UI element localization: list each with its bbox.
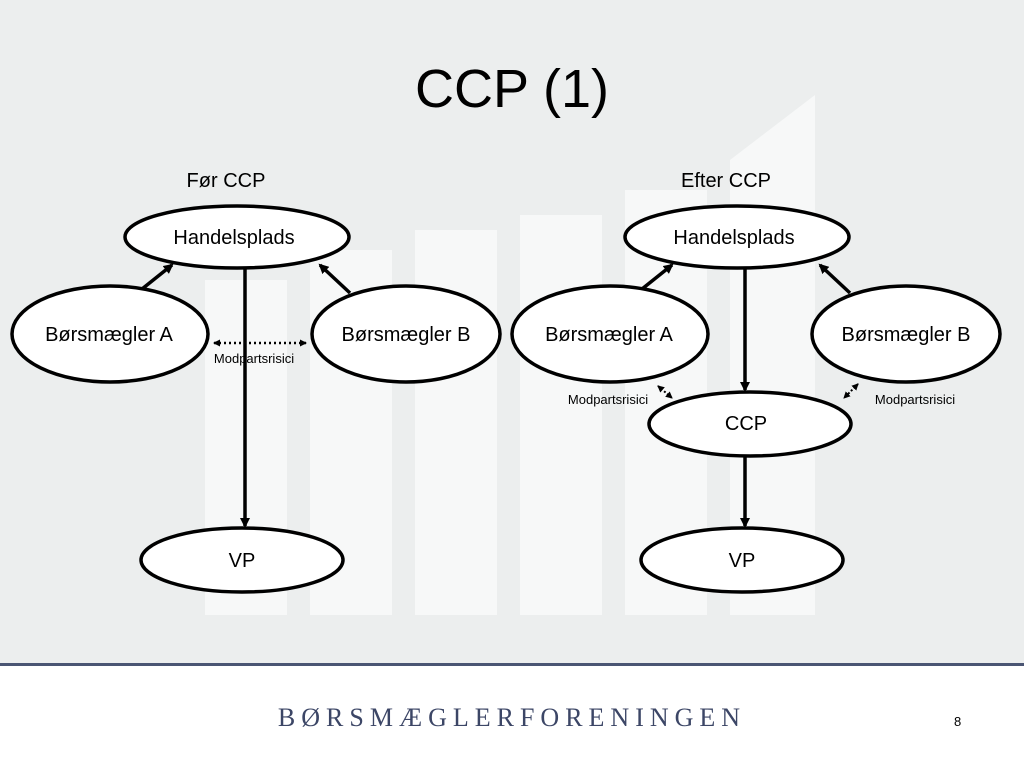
left-counterparty-risk-label: Modpartsrisici: [214, 351, 294, 366]
brand-logo: BØRSMÆGLERFORENINGEN: [277, 703, 747, 732]
left-handelsplads-label: Handelsplads: [173, 227, 294, 249]
right-vp-label: VP: [729, 550, 756, 572]
right-vp-node: VP: [639, 526, 845, 594]
right-broker-a-label: Børsmægler A: [545, 324, 673, 346]
slide-title: CCP (1): [414, 59, 610, 119]
right-counterparty-risk-arrow-b: [843, 383, 859, 399]
right-ccp-node: CCP: [647, 390, 853, 458]
right-handelsplads-node: Handelsplads: [623, 204, 851, 270]
right-counterparty-risk-label-a: Modpartsrisici: [568, 392, 648, 407]
left-vp-label: VP: [229, 550, 256, 572]
right-diagram: Efter CCP Handelsplads Børsmægler A Børs…: [510, 170, 1002, 594]
left-broker-a-label: Børsmægler A: [45, 324, 173, 346]
left-diagram-heading: Før CCP: [187, 170, 266, 192]
right-arrow-broker-a-to-handelsplads: [640, 263, 674, 291]
right-arrow-broker-b-to-handelsplads: [818, 263, 852, 295]
right-broker-b-label: Børsmægler B: [842, 324, 971, 346]
right-ccp-label: CCP: [725, 413, 767, 435]
right-counterparty-risk-label-b: Modpartsrisici: [875, 392, 955, 407]
right-handelsplads-label: Handelsplads: [673, 227, 794, 249]
page-number: 8: [954, 714, 962, 729]
right-broker-b-node: Børsmægler B: [810, 284, 1002, 384]
footer-divider: [0, 663, 1024, 666]
left-broker-a-node: Børsmægler A: [10, 284, 210, 384]
right-broker-a-node: Børsmægler A: [510, 284, 710, 384]
footer-band: [0, 666, 1024, 768]
left-vp-node: VP: [139, 526, 345, 594]
left-arrow-broker-a-to-handelsplads: [140, 263, 174, 291]
right-counterparty-risk-arrow-a: [657, 385, 673, 399]
left-broker-b-node: Børsmægler B: [310, 284, 502, 384]
right-diagram-heading: Efter CCP: [681, 170, 771, 192]
left-arrow-broker-b-to-handelsplads: [318, 263, 352, 295]
left-handelsplads-node: Handelsplads: [123, 204, 351, 270]
left-broker-b-label: Børsmægler B: [342, 324, 471, 346]
left-diagram: Før CCP Handelsplads Børsmægler A Børsmæ…: [10, 170, 502, 594]
